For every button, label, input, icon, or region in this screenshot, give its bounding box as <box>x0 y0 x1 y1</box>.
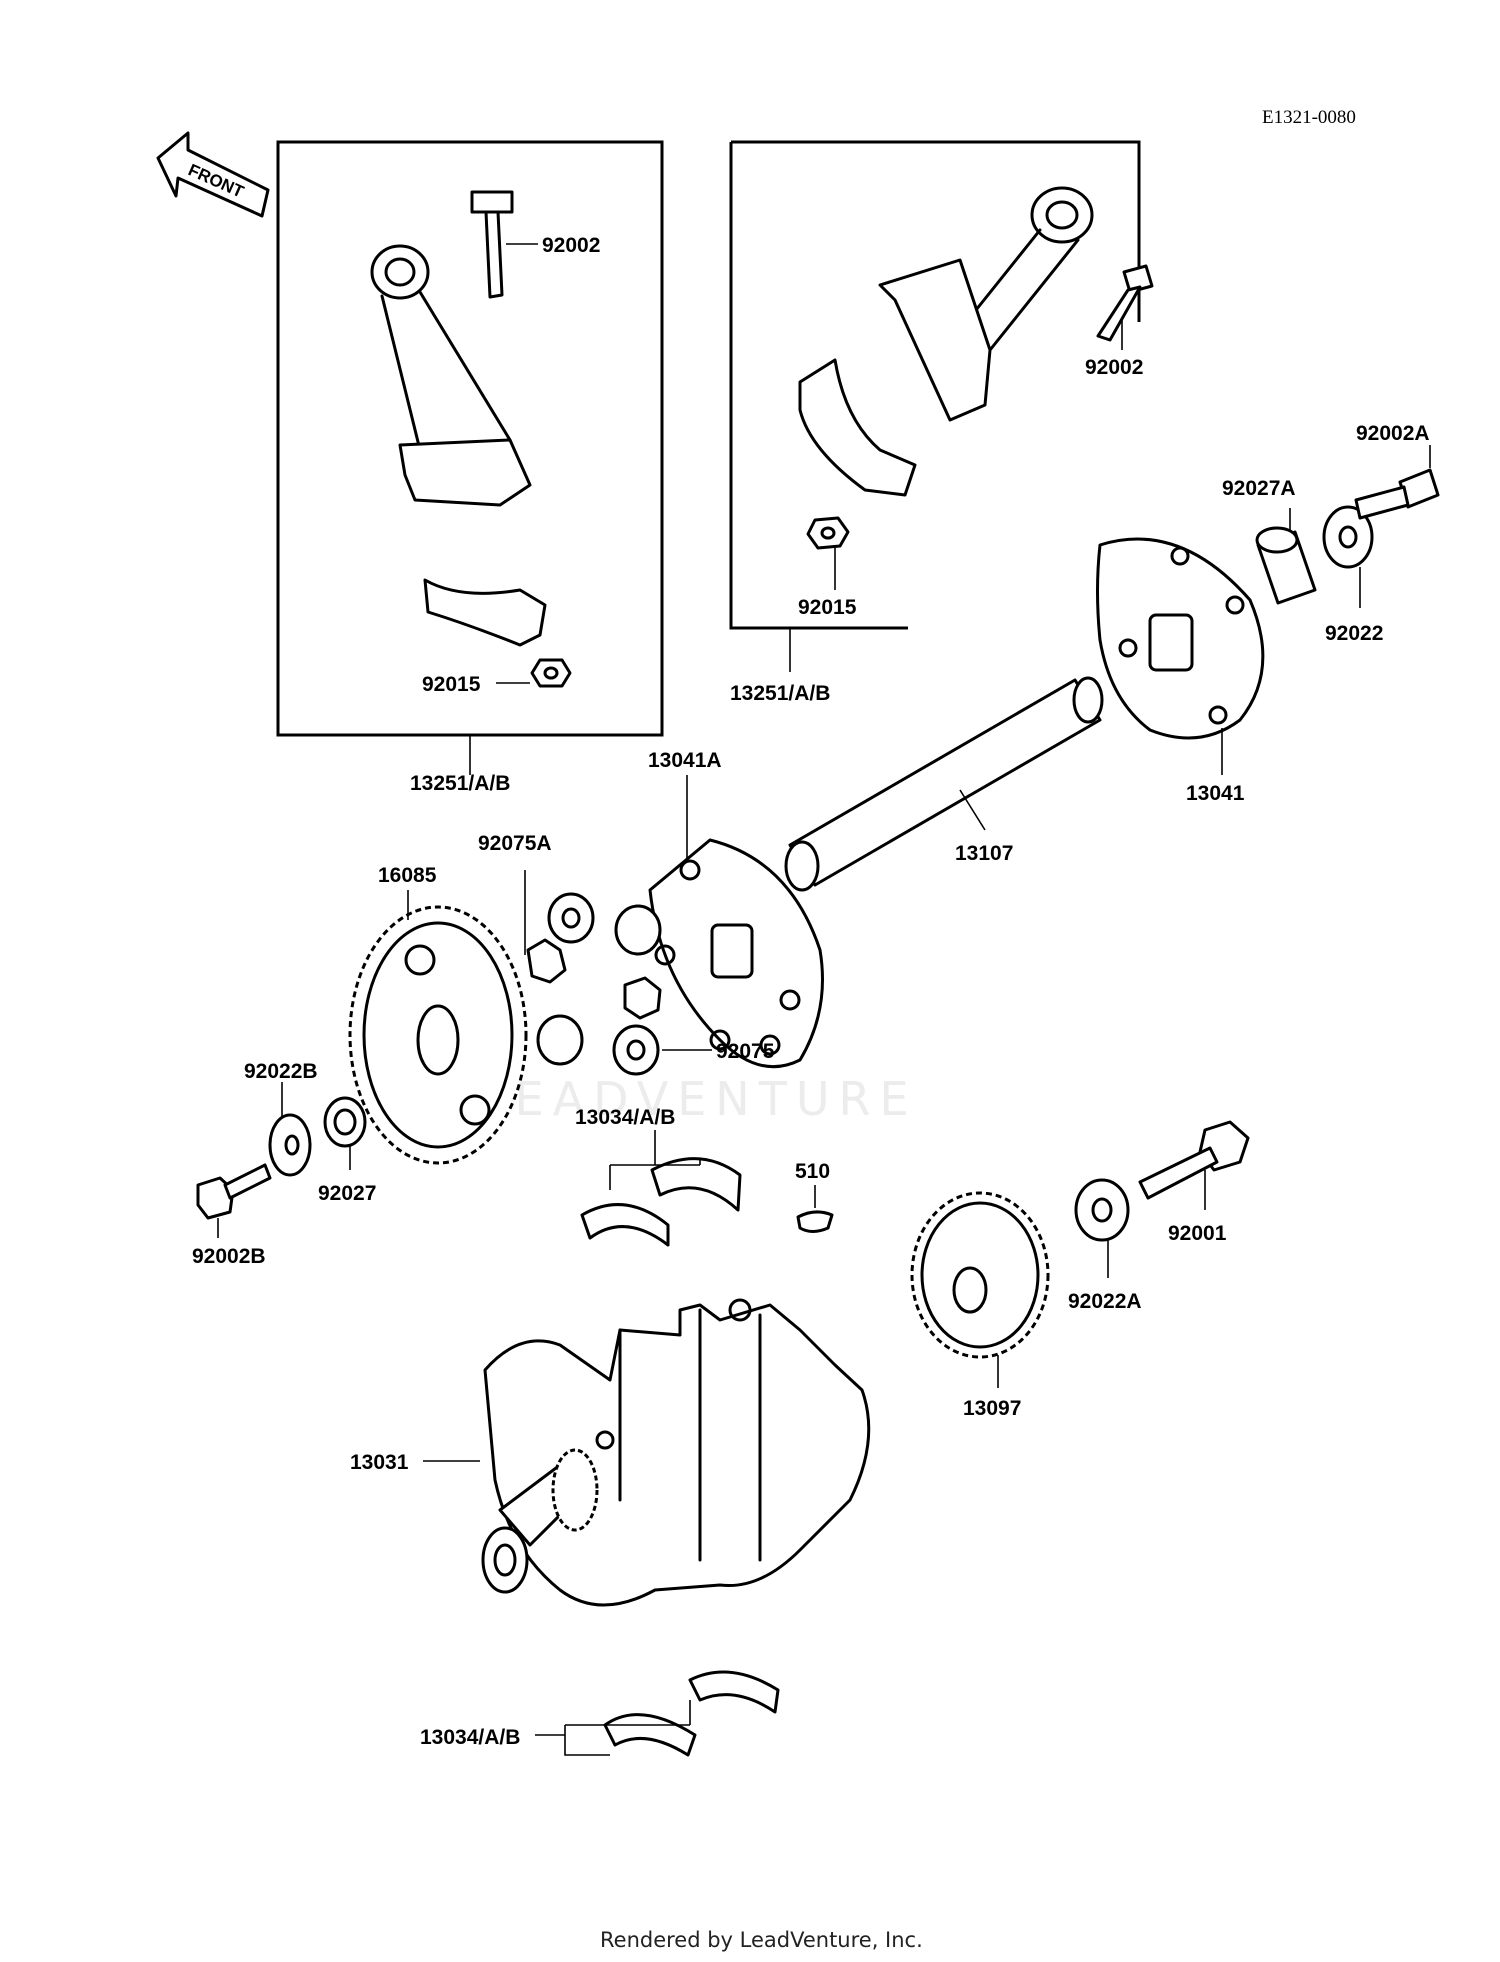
label-92022A: 92022A <box>1068 1290 1142 1313</box>
label-92002-left: 92002 <box>542 234 600 257</box>
washer-92022A <box>1074 1178 1130 1242</box>
label-16085: 16085 <box>378 864 437 887</box>
label-92027: 92027 <box>318 1182 376 1205</box>
label-92015-right: 92015 <box>798 596 857 619</box>
bearings-13034-top <box>580 1157 742 1247</box>
crankshaft-13031 <box>481 1298 871 1607</box>
label-92002-right: 92002 <box>1085 356 1143 379</box>
label-13097: 13097 <box>963 1397 1021 1420</box>
rod-cap-left <box>423 578 547 647</box>
spacer-92027 <box>323 1096 367 1148</box>
connecting-rod-box-right <box>729 140 1141 630</box>
plate-13041A <box>648 838 824 1069</box>
label-13034-top: 13034/A/B <box>575 1106 675 1129</box>
label-510: 510 <box>795 1160 830 1183</box>
label-92002B: 92002B <box>192 1245 266 1268</box>
label-13041A: 13041A <box>648 749 722 772</box>
label-13251-left: 13251/A/B <box>410 772 510 795</box>
connecting-rod-right <box>878 186 1094 422</box>
washer-92022 <box>1322 505 1374 569</box>
label-92022: 92022 <box>1325 622 1383 645</box>
spacer-92027A <box>1255 526 1317 605</box>
nut-92015-right <box>806 516 850 550</box>
bearings-13034-bottom <box>603 1670 780 1757</box>
label-13034-bottom: 13034/A/B <box>420 1726 520 1749</box>
rollers-92075A <box>526 892 595 1066</box>
washer-92022B <box>268 1113 312 1177</box>
plate-13041 <box>1096 537 1265 740</box>
label-92022B: 92022B <box>244 1060 318 1083</box>
label-92015-left: 92015 <box>422 673 481 696</box>
bolt-92002A <box>1354 468 1440 520</box>
label-92075A: 92075A <box>478 832 552 855</box>
shaft-13107 <box>784 676 1104 892</box>
label-92002A: 92002A <box>1356 422 1430 445</box>
label-13251-right: 13251/A/B <box>730 682 830 705</box>
watermark: LEADVENTURE <box>480 1072 918 1126</box>
label-13041: 13041 <box>1186 782 1245 805</box>
label-92001: 92001 <box>1168 1222 1227 1245</box>
label-13031: 13031 <box>350 1451 409 1474</box>
label-13107: 13107 <box>955 842 1013 865</box>
key-510 <box>796 1210 834 1233</box>
bolt-92002B <box>196 1163 272 1220</box>
rollers-92075 <box>612 904 662 1076</box>
bolt-92002-left <box>470 190 514 299</box>
nut-92015-left <box>530 658 572 688</box>
connecting-rod-left <box>370 244 532 507</box>
rod-cap-right <box>798 358 917 497</box>
bolt-92001 <box>1138 1120 1250 1200</box>
label-92075: 92075 <box>716 1040 775 1063</box>
label-92027A: 92027A <box>1222 477 1296 500</box>
bolt-92002-right <box>1096 264 1154 342</box>
gear-16085 <box>348 905 528 1165</box>
connecting-rod-box-left <box>276 140 664 737</box>
footer-credit: Rendered by LeadVenture, Inc. <box>600 1928 923 1952</box>
front-arrow-icon: FRONT <box>156 131 270 218</box>
diagram-code: E1321-0080 <box>1262 107 1356 128</box>
gear-13097 <box>910 1191 1050 1359</box>
